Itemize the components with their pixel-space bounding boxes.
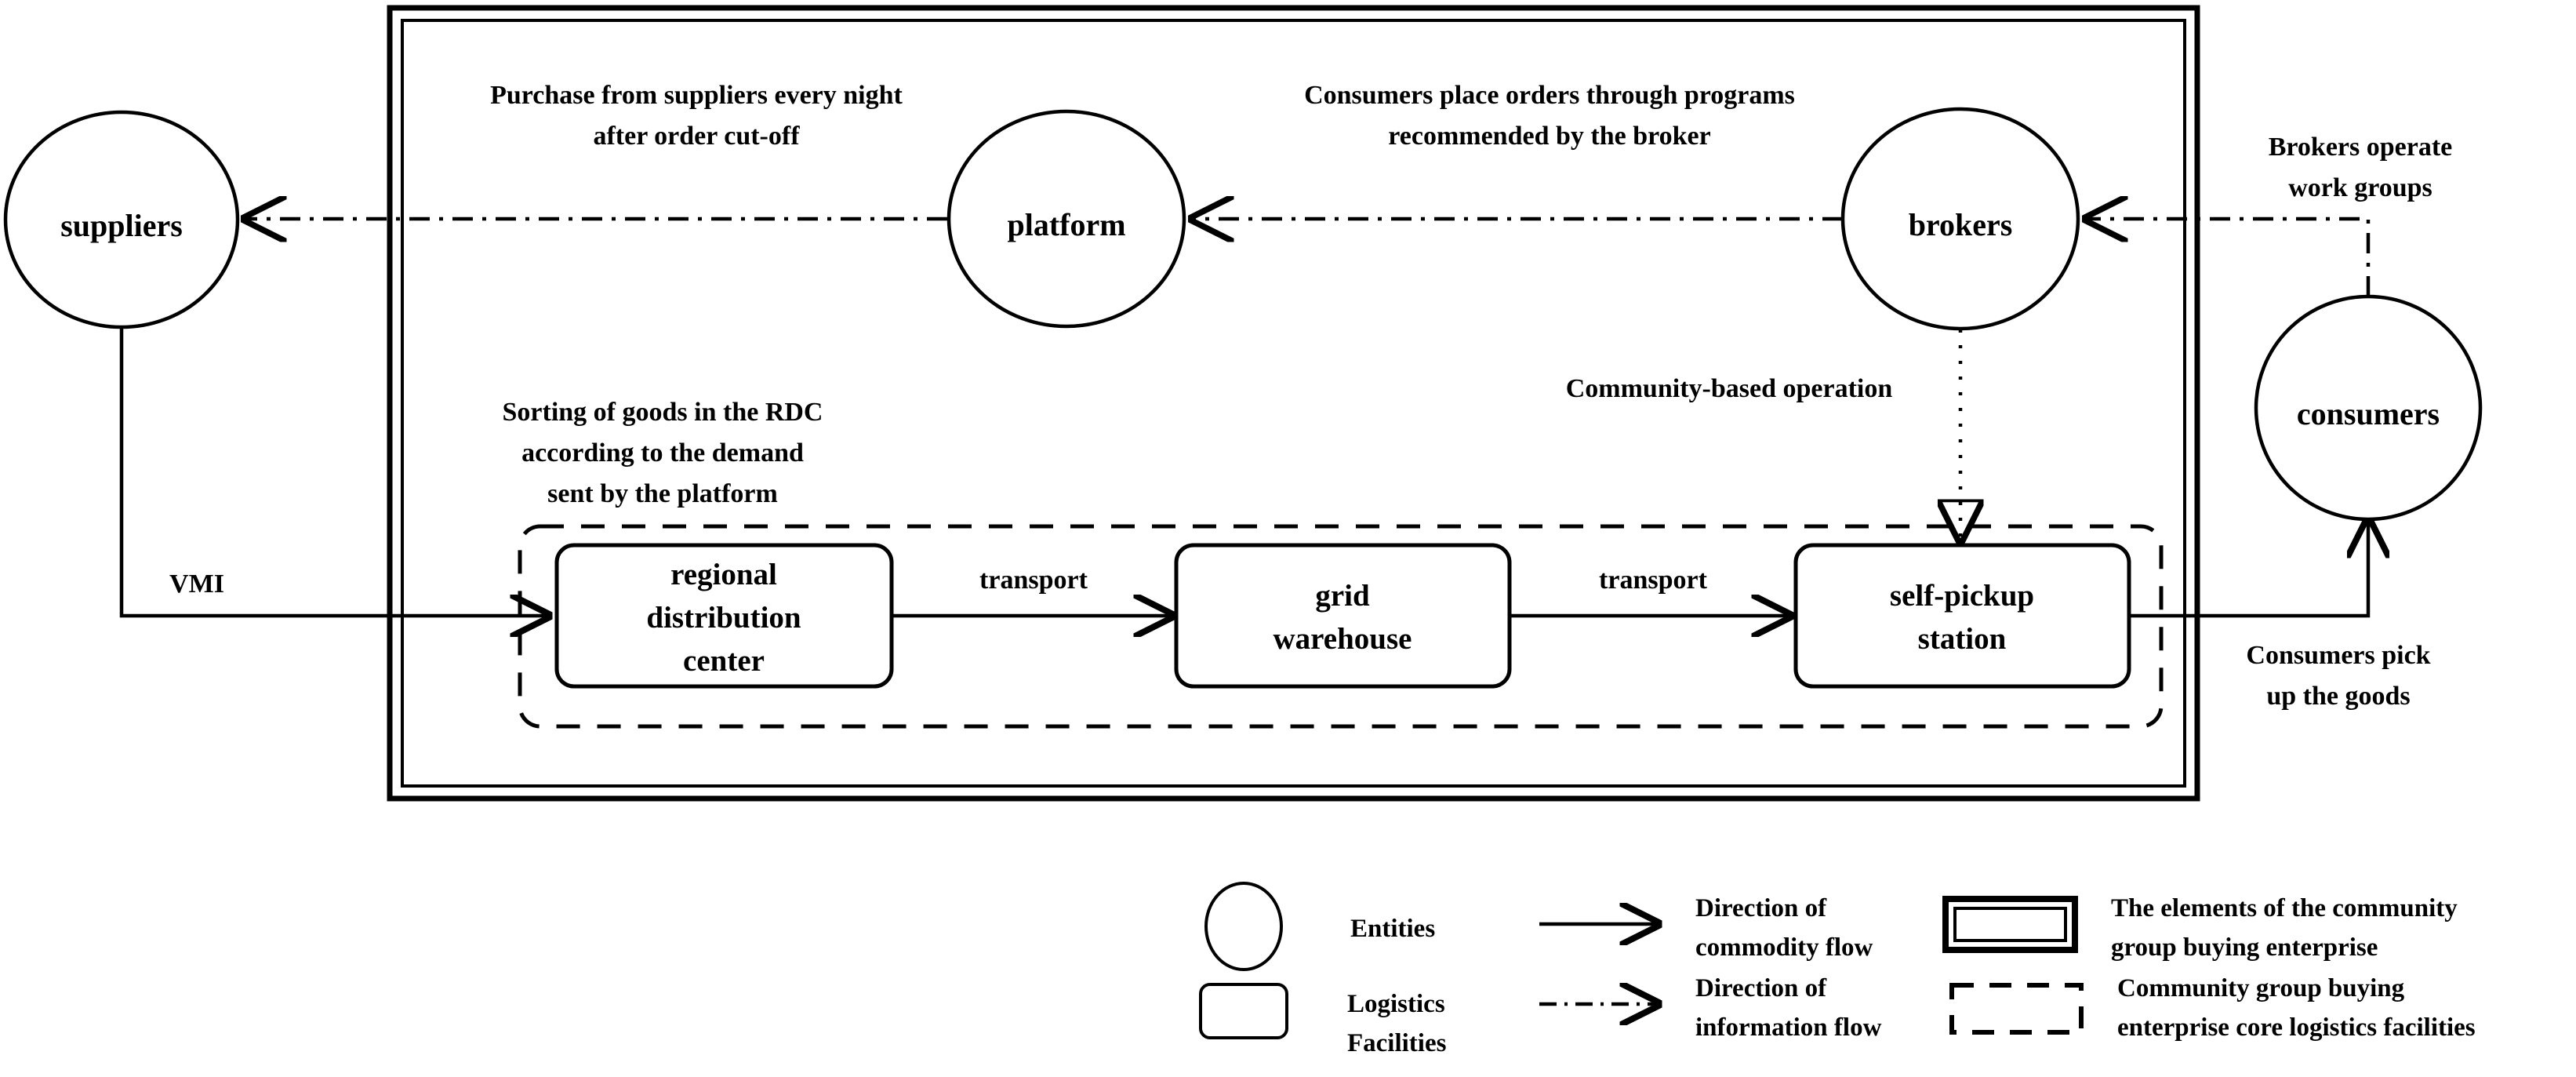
annotation-sorting-line3: sent by the platform [547, 479, 778, 508]
legend-label-information-line2: information flow [1695, 1013, 1882, 1042]
legend-label-logistics-line1: Logistics [1347, 990, 1445, 1018]
annotation-brokers-ops-line2: work groups [2288, 173, 2432, 202]
annotation-community-operation: Community-based operation [1566, 374, 1893, 403]
legend-item-core-logistics: Community group buying enterprise core l… [1949, 974, 2476, 1042]
info-flow-consumers-to-brokers [2086, 219, 2371, 297]
legend-item-information-flow: Direction of information flow [1539, 974, 1882, 1042]
annotation-sorting-line1: Sorting of goods in the RDC [503, 398, 823, 427]
annotation-pickup-line1: Consumers pick [2246, 641, 2430, 670]
annotation-purchase-from-suppliers: Purchase from suppliers every night afte… [490, 81, 903, 151]
edge-label-vmi: VMI [169, 569, 224, 599]
entity-label-consumers: consumers [2297, 396, 2440, 431]
commodity-flow-suppliers-to-rdc [119, 327, 549, 616]
annotation-consumers-pick-up-goods: Consumers pick up the goods [2246, 641, 2430, 711]
annotation-brokers-ops-line1: Brokers operate [2269, 133, 2452, 162]
legend-label-commodity-line2: commodity flow [1695, 933, 1873, 962]
annotation-brokers-operate-work-groups: Brokers operate work groups [2269, 133, 2452, 202]
entity-node-platform[interactable]: platform [946, 109, 1186, 329]
facility-label-rdc-line1: regional [670, 558, 777, 591]
legend-label-enterprise-line1: The elements of the community [2111, 894, 2458, 922]
facility-node-grid-warehouse[interactable]: grid warehouse [1174, 543, 1512, 689]
annotation-orders-line1: Consumers place orders through programs [1304, 81, 1795, 110]
annotation-purchase-line2: after order cut-off [593, 122, 800, 151]
legend-item-commodity-flow: Direction of commodity flow [1539, 894, 1873, 962]
facility-label-rdc-line3: center [683, 644, 765, 678]
annotation-consumers-place-orders: Consumers place orders through programs … [1304, 81, 1795, 151]
entity-label-suppliers: suppliers [60, 208, 183, 243]
legend-label-information-line1: Direction of [1695, 974, 1827, 1002]
annotation-orders-line2: recommended by the broker [1388, 122, 1710, 151]
facility-label-grid-warehouse-line1: grid [1315, 579, 1370, 613]
annotation-purchase-line1: Purchase from suppliers every night [490, 81, 903, 110]
legend-item-entities: Entities [1204, 882, 1435, 971]
facility-label-grid-warehouse-line2: warehouse [1273, 622, 1412, 656]
annotation-pickup-line2: up the goods [2266, 682, 2410, 711]
entity-node-brokers[interactable]: brokers [1840, 107, 2080, 331]
legend-label-enterprise-line2: group buying enterprise [2111, 933, 2378, 962]
edge-label-transport-1: transport [979, 566, 1088, 595]
legend-label-logistics-line2: Facilities [1347, 1029, 1447, 1057]
legend-label-core-logistics-line2: enterprise core logistics facilities [2117, 1013, 2476, 1042]
annotation-sorting-line2: according to the demand [521, 438, 804, 468]
edge-label-transport-2: transport [1599, 566, 1708, 595]
facility-label-rdc-line2: distribution [646, 601, 801, 635]
enterprise-boundary-frame [387, 5, 2200, 802]
legend-item-enterprise-elements: The elements of the community group buyi… [1942, 894, 2458, 962]
entity-node-suppliers[interactable]: suppliers [3, 110, 240, 329]
legend-label-commodity-line1: Direction of [1695, 894, 1827, 922]
core-logistics-dashed-container [518, 524, 2164, 729]
facility-label-self-pickup-line1: self-pickup [1890, 579, 2034, 613]
facility-node-regional-distribution-center[interactable]: regional distribution center [554, 543, 894, 689]
commodity-flow-self-pickup-to-consumers [2128, 519, 2368, 618]
entity-node-consumers[interactable]: consumers [2254, 294, 2483, 522]
legend-label-entities: Entities [1350, 915, 1435, 943]
facility-label-self-pickup-line2: station [1918, 622, 2007, 656]
facility-node-self-pickup-station[interactable]: self-pickup station [1793, 543, 2131, 689]
annotation-community-based-operation: Community-based operation [1566, 374, 1893, 403]
annotation-sorting-of-goods: Sorting of goods in the RDC according to… [503, 398, 823, 508]
entity-label-platform: platform [1007, 207, 1125, 242]
legend-item-logistics-facilities: Logistics Facilities [1199, 983, 1447, 1057]
legend-label-core-logistics-line1: Community group buying [2117, 974, 2405, 1002]
entity-label-brokers: brokers [1909, 207, 2013, 242]
